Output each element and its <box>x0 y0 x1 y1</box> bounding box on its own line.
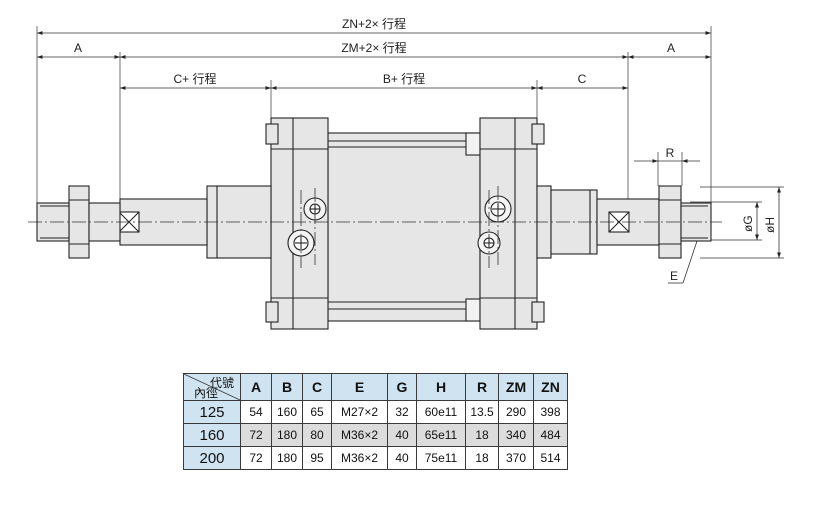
column-header: G <box>387 373 417 401</box>
bore-cell: 125 <box>183 400 241 424</box>
g-label: øG <box>741 215 755 232</box>
cylinder-body <box>36 117 712 330</box>
table-cell: M36×2 <box>331 446 388 470</box>
table-cell: 340 <box>498 423 534 447</box>
b-label: B+ 行程 <box>383 71 425 86</box>
corner-label-bore: 內徑 <box>194 386 219 400</box>
table-row: 160 72 180 80 M36×2 40 65e11 18 340 484 <box>183 423 568 447</box>
r-label: R <box>666 146 675 160</box>
table-cell: 65e11 <box>416 423 466 447</box>
column-header: B <box>271 373 303 401</box>
dimension-table: 代號 內徑 A B C E G H R ZM ZN 125 54 160 65 … <box>183 373 568 470</box>
a-right-label: A <box>667 41 675 55</box>
table-row: 125 54 160 65 M27×2 32 60e11 13.5 290 39… <box>183 400 568 424</box>
table-row: 200 72 180 95 M36×2 40 75e11 18 370 514 <box>183 446 568 470</box>
table-cell: M27×2 <box>331 400 388 424</box>
table-cell: 65 <box>302 400 332 424</box>
column-header: C <box>302 373 332 401</box>
table-cell: M36×2 <box>331 423 388 447</box>
dimension-zm-row: A ZM+2× 行程 A <box>37 40 711 59</box>
table-cell: 60e11 <box>416 400 466 424</box>
dimension-e: E <box>668 240 698 284</box>
column-header: ZM <box>498 373 534 401</box>
table-cell: 290 <box>498 400 534 424</box>
corner-label-code: 代號 <box>209 376 234 390</box>
table-cell: 180 <box>271 423 303 447</box>
table-cell: 484 <box>533 423 568 447</box>
column-header: E <box>331 373 388 401</box>
c-left-label: C+ 行程 <box>173 71 216 86</box>
table-cell: 40 <box>387 446 417 470</box>
dimension-g-h: øG øH <box>690 186 784 259</box>
table-cell: 398 <box>533 400 568 424</box>
table-cell: 54 <box>240 400 272 424</box>
table-cell: 75e11 <box>416 446 466 470</box>
dimension-r: R <box>634 146 700 186</box>
column-header: A <box>240 373 272 401</box>
table-cell: 18 <box>465 446 499 470</box>
column-header: H <box>416 373 466 401</box>
table-cell: 180 <box>271 446 303 470</box>
table-header-row: 代號 內徑 A B C E G H R ZM ZN <box>183 373 568 401</box>
table-cell: 514 <box>533 446 568 470</box>
table-cell: 32 <box>387 400 417 424</box>
zn-label: ZN+2× 行程 <box>342 16 406 31</box>
bore-cell: 160 <box>183 423 241 447</box>
column-header: R <box>465 373 499 401</box>
table-cell: 95 <box>302 446 332 470</box>
h-label: øH <box>763 217 777 233</box>
table-cell: 72 <box>240 423 272 447</box>
a-left-label: A <box>74 41 82 55</box>
zm-label: ZM+2× 行程 <box>341 40 406 55</box>
column-header: ZN <box>533 373 568 401</box>
table-cell: 80 <box>302 423 332 447</box>
table-cell: 160 <box>271 400 303 424</box>
dimension-cbc-row: C+ 行程 B+ 行程 C <box>120 71 628 90</box>
table-cell: 72 <box>240 446 272 470</box>
c-right-label: C <box>578 72 587 86</box>
center-lines <box>28 186 722 268</box>
bore-cell: 200 <box>183 446 241 470</box>
table-corner-cell: 代號 內徑 <box>183 373 241 401</box>
table-cell: 13.5 <box>465 400 499 424</box>
table-cell: 370 <box>498 446 534 470</box>
table-cell: 40 <box>387 423 417 447</box>
e-label: E <box>670 269 678 283</box>
dimension-zn: ZN+2× 行程 <box>37 16 711 35</box>
table-cell: 18 <box>465 423 499 447</box>
